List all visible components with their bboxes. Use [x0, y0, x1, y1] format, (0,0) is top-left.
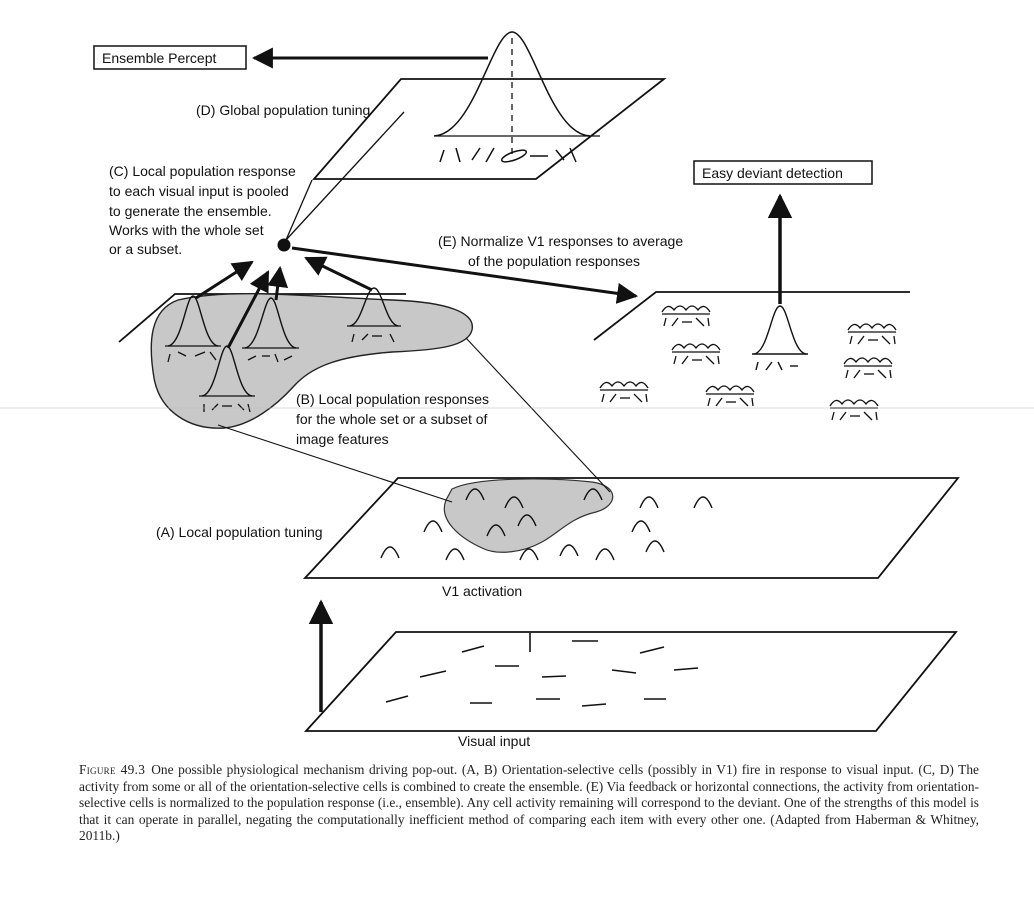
local-responses-label-1: (B) Local population responses — [296, 391, 489, 407]
pool-arrow-1 — [195, 260, 254, 300]
normalize-label-2: of the population responses — [468, 253, 640, 269]
pooling-node — [277, 238, 291, 252]
v1-activation-plane: V1 activation (A) Local population tunin… — [156, 477, 960, 599]
pooling-label-5: or a subset. — [109, 241, 182, 257]
local-tuning-baselines — [165, 325, 401, 397]
figure-number: Figure 49.3 — [79, 762, 146, 777]
caption-text: One possible physiological mechanism dri… — [79, 762, 979, 843]
local-orientation-ticks — [167, 333, 395, 413]
pool-to-global-line — [285, 179, 313, 241]
visual-input-line-elements — [385, 633, 699, 707]
pool-to-global-line-2 — [285, 111, 405, 241]
visual-input-plane: Visual input — [303, 631, 958, 749]
normalize-arrow — [291, 246, 639, 304]
pooling-description: (C) Local population response to each vi… — [109, 163, 296, 257]
ensemble-percept-label: Ensemble Percept — [102, 50, 217, 66]
visual-input-label: Visual input — [458, 733, 530, 749]
flat-response-curves — [599, 305, 897, 421]
deviant-response-curve — [752, 305, 808, 371]
local-tuning-curves — [167, 287, 399, 397]
pooling-label-1: (C) Local population response — [109, 163, 296, 179]
v1-tuning-curves — [380, 488, 713, 561]
v1-activation-label: V1 activation — [442, 583, 522, 599]
pooling-label-3: to generate the ensemble. — [109, 203, 272, 219]
local-responses-label-2: for the whole set or a subset of — [296, 411, 488, 427]
global-tuning-label: (D) Global population tuning — [196, 102, 370, 118]
local-tuning-label: (A) Local population tuning — [156, 524, 323, 540]
easy-deviant-label: Easy deviant detection — [702, 165, 843, 181]
pooling-label-4: Works with the whole set — [109, 222, 264, 238]
global-tuning-plane: (D) Global population tuning — [196, 31, 667, 180]
pool-arrow-4 — [304, 256, 373, 292]
local-responses-label-3: image features — [296, 431, 389, 447]
pool-arrow-2 — [226, 270, 270, 349]
normalized-plane — [593, 193, 910, 421]
easy-deviant-box: Easy deviant detection — [693, 160, 873, 185]
global-tuning-curve — [433, 31, 591, 137]
local-subset-region — [150, 292, 473, 429]
projection-line-left — [217, 424, 453, 503]
projection-line-right — [465, 337, 611, 493]
global-orientation-ticks — [439, 147, 577, 163]
ensemble-percept-box: Ensemble Percept — [93, 45, 247, 70]
pooling-node-group — [195, 111, 639, 349]
normalize-label-1: (E) Normalize V1 responses to average — [438, 233, 683, 249]
pooling-label-2: to each visual input is pooled — [109, 183, 289, 199]
normalize-description: (E) Normalize V1 responses to average of… — [438, 233, 683, 269]
pool-arrow-3 — [267, 265, 289, 301]
local-responses-plane: (B) Local population responses for the w… — [118, 287, 611, 503]
